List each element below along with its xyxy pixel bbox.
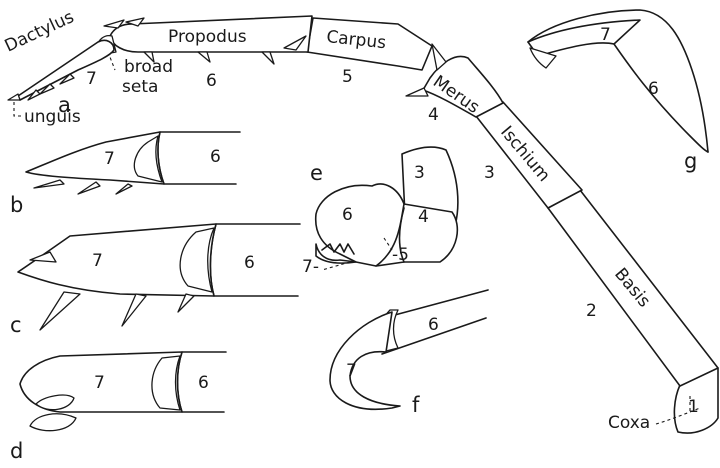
number-5: -5 bbox=[392, 245, 409, 265]
merus-spine bbox=[406, 88, 428, 96]
number-4: 4 bbox=[428, 105, 439, 125]
label-dactylus: Dactylus bbox=[2, 7, 78, 56]
propodus-spine bbox=[262, 52, 274, 64]
number-4: 4 bbox=[418, 207, 429, 227]
panel-letter-c: c bbox=[10, 313, 22, 337]
unguis-tip bbox=[8, 94, 20, 100]
panel-c: 7 6 c bbox=[10, 224, 300, 337]
number-6: 6 bbox=[210, 147, 221, 167]
panel-e: 3 4 6 7- -5 e bbox=[302, 147, 458, 277]
number-5: 5 bbox=[342, 67, 353, 87]
label-propodus: Propodus bbox=[168, 27, 247, 47]
number-6: 6 bbox=[428, 315, 439, 335]
label-broad: broad bbox=[124, 57, 173, 77]
dactylus-spine bbox=[122, 294, 146, 326]
dactylus-spine bbox=[78, 182, 100, 194]
panel-letter-g: g bbox=[684, 149, 697, 173]
panel-letter-e: e bbox=[310, 161, 323, 185]
panel-b: 7 6 b bbox=[10, 132, 240, 217]
inner-claw bbox=[30, 414, 76, 431]
number-1: 1 bbox=[688, 397, 699, 417]
dactylus-7 bbox=[528, 20, 640, 56]
propodus-6-lower bbox=[614, 44, 708, 152]
number-7: 7 bbox=[600, 25, 611, 45]
number-6: 6 bbox=[648, 79, 659, 99]
panel-letter-a: a bbox=[58, 93, 71, 117]
panel-g: 7 6 g bbox=[528, 10, 708, 173]
number-7: 7 bbox=[92, 251, 103, 271]
number-7: 7 bbox=[104, 149, 115, 169]
number-2: 2 bbox=[586, 301, 597, 321]
label-coxa: Coxa bbox=[608, 413, 650, 433]
dactylus-segment bbox=[18, 40, 114, 100]
propodus-outline bbox=[158, 132, 240, 184]
number-6: 6 bbox=[342, 205, 353, 225]
number-7: 7- bbox=[302, 257, 319, 277]
panel-letter-f: f bbox=[412, 393, 420, 417]
panel-d: 7 6 d bbox=[10, 352, 226, 463]
number-6: 6 bbox=[206, 71, 217, 91]
panel-letter-d: d bbox=[10, 439, 23, 463]
dactylus-spine bbox=[40, 292, 80, 330]
number-6: 6 bbox=[198, 373, 209, 393]
number-3: 3 bbox=[484, 163, 495, 183]
number-7: 7 bbox=[346, 361, 357, 381]
number-6: 6 bbox=[244, 253, 255, 273]
propodus-outline bbox=[210, 224, 300, 296]
unguis-dash bbox=[14, 102, 22, 116]
number-7: 7 bbox=[86, 69, 97, 89]
propodus-spine bbox=[198, 52, 210, 62]
dactylus-spine bbox=[116, 184, 132, 194]
dactylus-spine bbox=[34, 180, 64, 188]
number-3: 3 bbox=[414, 163, 425, 183]
label-unguis: unguis bbox=[24, 107, 81, 127]
number-7: 7 bbox=[94, 373, 105, 393]
panel-letter-b: b bbox=[10, 193, 23, 217]
panel-f: 6 7 f bbox=[330, 290, 488, 417]
label-seta: seta bbox=[122, 77, 158, 97]
dactylus-spine bbox=[178, 294, 194, 312]
dactylus-hook bbox=[330, 312, 400, 409]
